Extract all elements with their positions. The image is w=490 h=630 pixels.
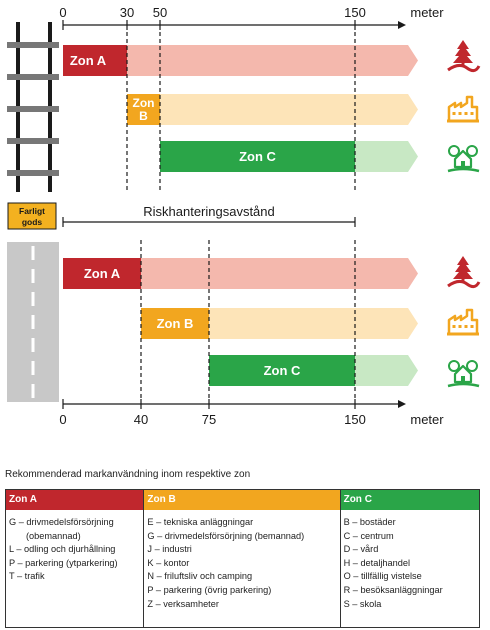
zone-a-list: G – drivmedelsförsörjning (obemannad) L – … (6, 510, 143, 584)
industry-icon (447, 308, 479, 336)
rail-sleeper (7, 74, 59, 80)
land-use-item: N – friluftsliv och camping (147, 571, 253, 582)
rail-sleeper (7, 42, 59, 48)
land-use-item: P – parkering (ytparkering) (9, 557, 118, 568)
zone-land-use-table: Zon A G – drivmedelsförsörjning (obemanna… (5, 489, 480, 628)
zone-c-header: Zon C (340, 490, 479, 510)
zone-bar-label: Zon C (264, 363, 301, 378)
zone-tail-arrow (160, 94, 418, 125)
axis-tick-label: 0 (59, 5, 66, 20)
zone-c-column: Zon C B – bostäder C – centrum D – vård H –… (340, 490, 479, 627)
rail-sleeper (7, 106, 59, 112)
land-use-item: R – besöksanläggningar (343, 584, 443, 595)
hazard-label-box (7, 202, 57, 230)
railway (7, 22, 59, 192)
zone-tail-arrow (127, 45, 418, 76)
zone-bar-label: Zon B (157, 316, 194, 331)
zone-bar-label-line1: Zon (133, 96, 155, 110)
zone-bar (209, 355, 355, 386)
residential-icon (447, 145, 480, 173)
land-use-item: D – vård (343, 544, 379, 555)
land-use-item: K – kontor (147, 557, 190, 568)
zone-a-column: Zon A G – drivmedelsförsörjning (obemanna… (6, 490, 145, 627)
nature-icon (447, 256, 481, 289)
zone-bar (63, 45, 127, 76)
zone-bar (127, 94, 160, 125)
hazard-label-line1: Farligt (19, 206, 45, 216)
zone-tail-arrow (355, 355, 418, 386)
risk-distance-label: Riskhanteringsavstånd (143, 204, 275, 219)
axis-unit-label: meter (410, 5, 444, 20)
industry-icon (447, 95, 479, 123)
land-use-item: G – drivmedelsförsörjning (bemannad) (147, 530, 305, 541)
axis-tick-label: 150 (344, 5, 366, 20)
land-use-item: S – skola (343, 598, 382, 609)
land-use-item: T – trafik (9, 571, 45, 582)
zone-bar-label: Zon A (84, 266, 121, 281)
zone-bar (63, 258, 141, 289)
axis-tick-label: 50 (153, 5, 167, 20)
rail-sleeper (7, 170, 59, 176)
zone-bar-label: Zon A (70, 53, 107, 68)
land-use-item: J – industri (147, 544, 192, 555)
axis-tick-label: 0 (59, 412, 66, 427)
axis-tick-label: 75 (202, 412, 216, 427)
axis-arrow (398, 400, 406, 408)
land-use-item: B – bostäder (343, 517, 396, 527)
axis-tick-label: 30 (120, 5, 134, 20)
zone-c-list: B – bostäder C – centrum D – vård H – detal… (341, 510, 479, 611)
zone-b-header: Zon B (144, 490, 340, 510)
land-use-item: H – detaljhandel (343, 557, 410, 568)
zone-bar (141, 308, 209, 339)
zone-tail-arrow (209, 308, 418, 339)
residential-icon (447, 360, 480, 388)
axis-arrow (398, 21, 406, 29)
hazard-label-line2: gods (22, 217, 43, 227)
road (7, 242, 59, 402)
land-use-item: (obemannad) (26, 530, 81, 541)
zone-b-list: E – tekniska anläggningar G – drivmedelsf… (144, 510, 339, 611)
zone-bar (160, 141, 355, 172)
zone-bar-label: Zon C (239, 149, 276, 164)
land-use-item: Z – verksamheter (147, 598, 219, 609)
land-use-item: E – tekniska anläggningar (147, 517, 254, 527)
recommendation-title: Rekommenderad markanvändning inom respek… (5, 469, 251, 480)
zone-bar-label-line2: B (139, 109, 148, 123)
zone-b-column: Zon B E – tekniska anläggningar G – drivm… (144, 490, 341, 627)
zone-tail-arrow (141, 258, 418, 289)
zone-a-header: Zon A (6, 490, 144, 510)
land-use-item: O – tillfällig vistelse (343, 571, 422, 582)
axis-tick-label: 40 (134, 412, 148, 427)
land-use-item: G – drivmedelsförsörjning (9, 517, 114, 527)
land-use-item: L – odling och djurhållning (9, 544, 116, 555)
zone-tail-arrow (355, 141, 418, 172)
axis-unit-label: meter (410, 412, 444, 427)
land-use-item: P – parkering (övrig parkering) (147, 584, 272, 595)
axis-tick-label: 150 (344, 412, 366, 427)
nature-icon (447, 40, 481, 73)
land-use-item: C – centrum (343, 530, 394, 541)
rail-sleeper (7, 138, 59, 144)
